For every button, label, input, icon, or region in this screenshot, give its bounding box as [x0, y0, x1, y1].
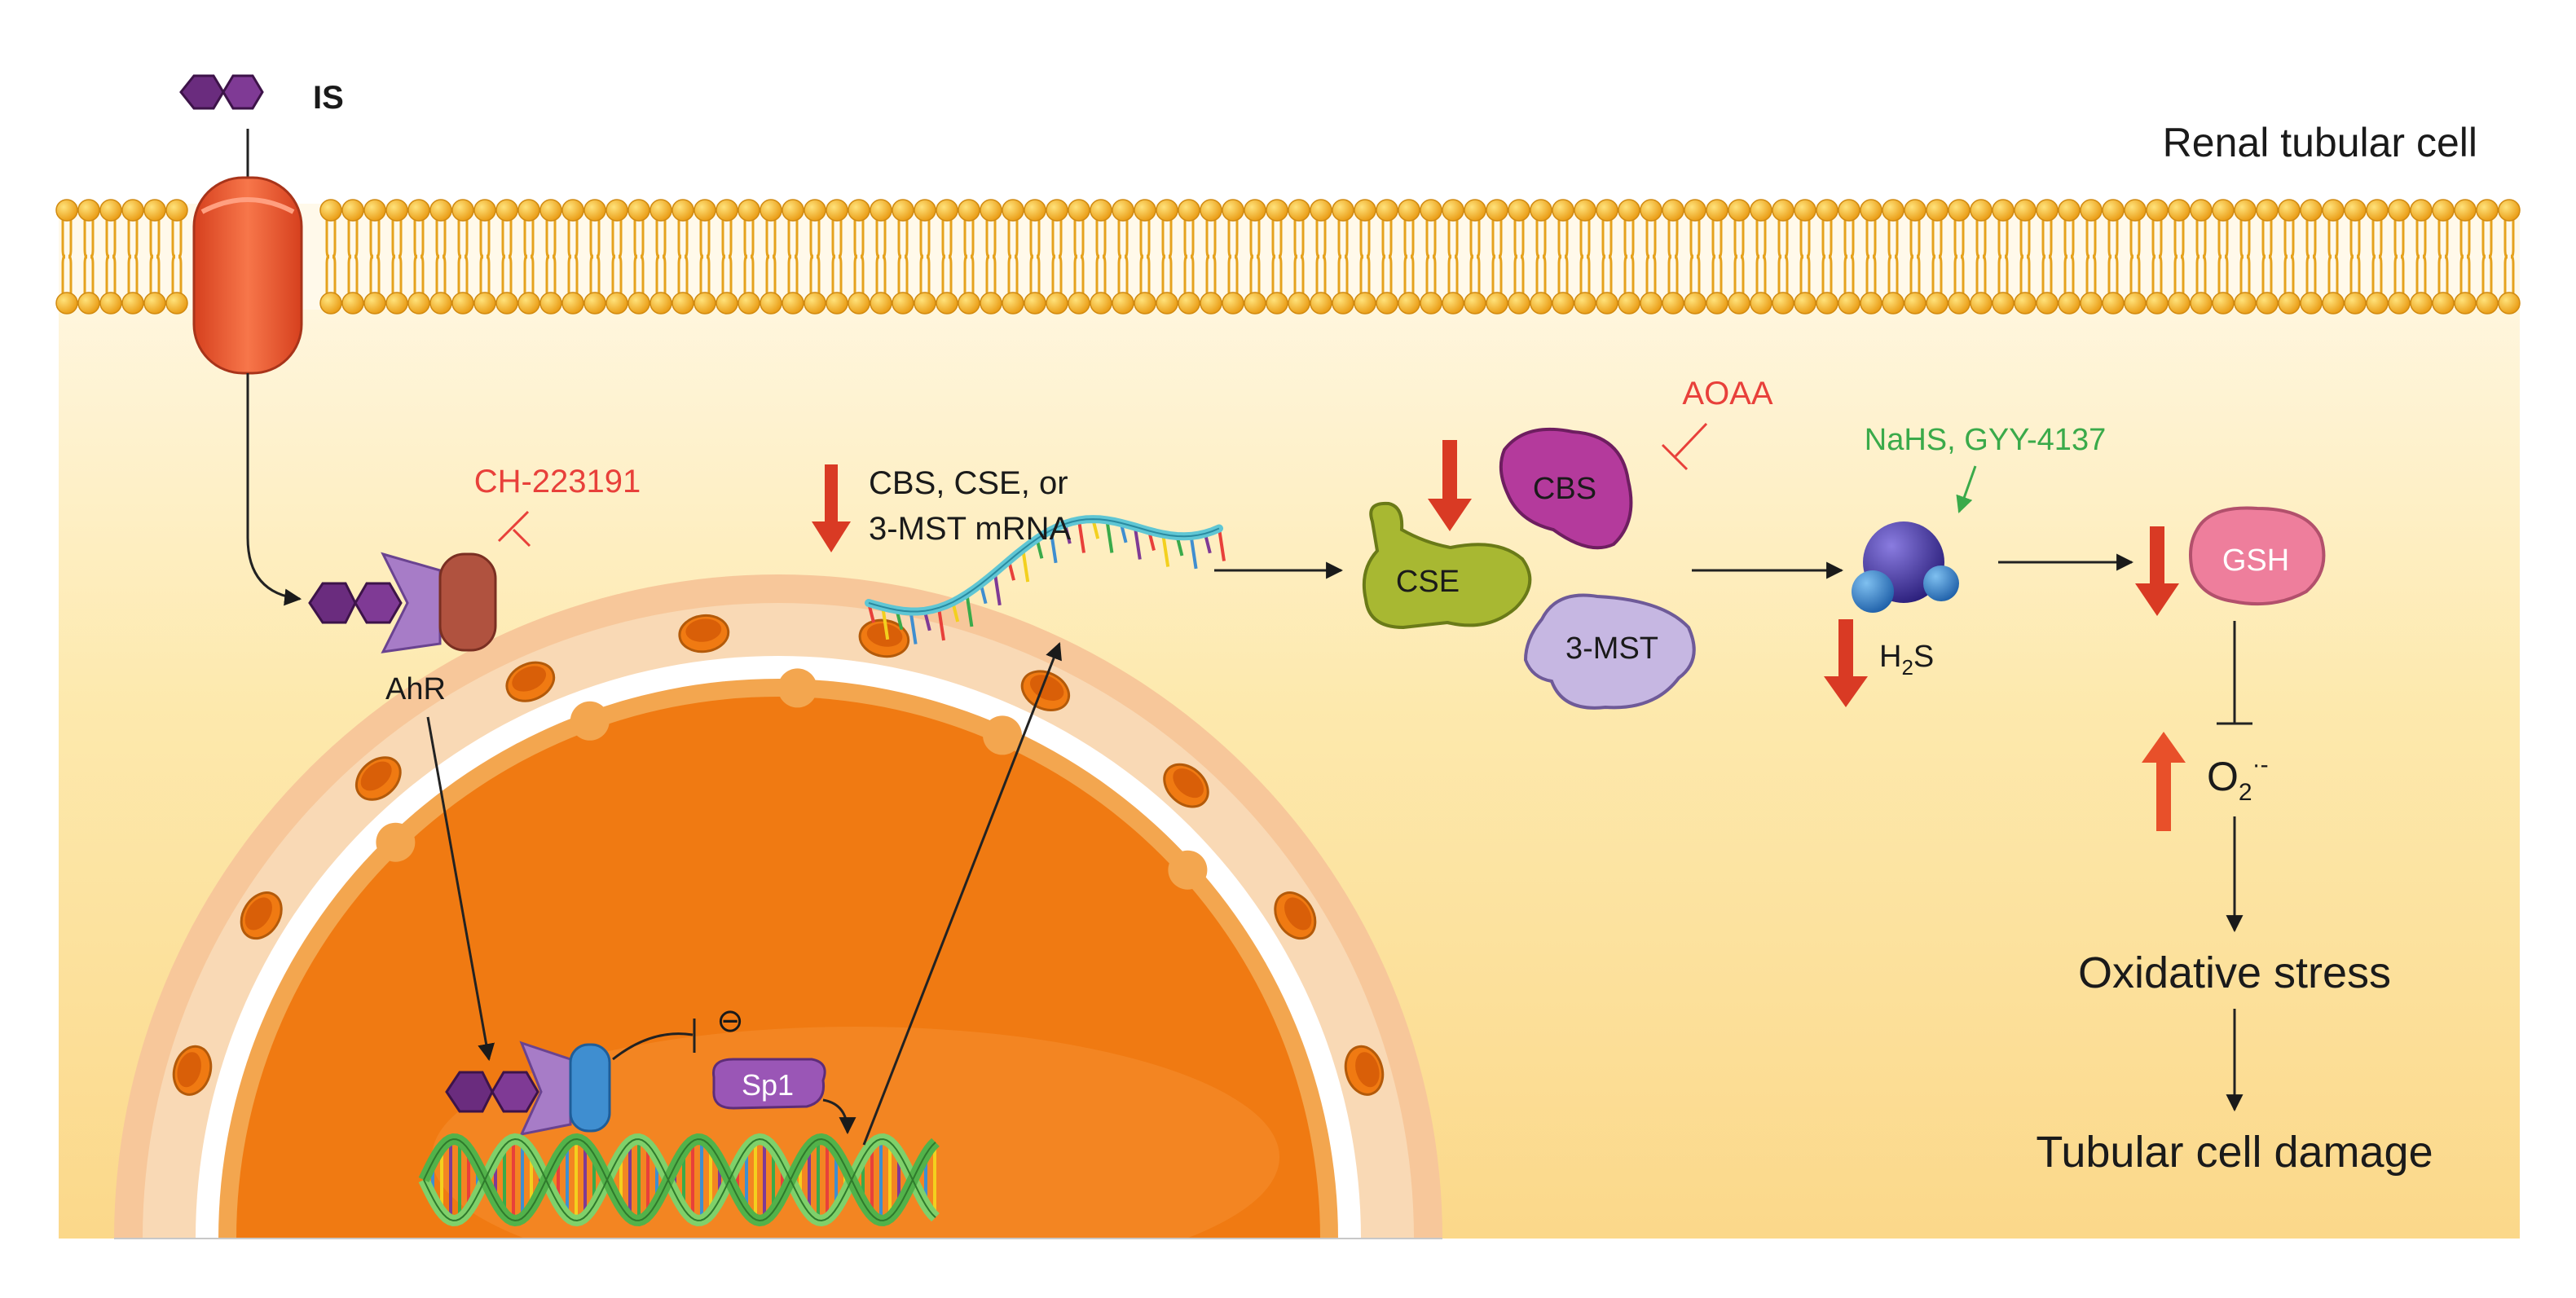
superoxide-subscript: 2 [2239, 779, 2252, 806]
h2s-base: H [1879, 640, 1901, 674]
3mst-label: 3-MST [1565, 631, 1658, 666]
mrna-label-line2: 3-MST mRNA [869, 511, 1071, 547]
sp1-protein-icon [712, 1058, 826, 1110]
cbs-inhibitor-inhibit-line [1661, 422, 1708, 471]
cbs-enzyme-icon [1499, 427, 1633, 550]
arrow-sp1-to-dna [822, 1098, 856, 1135]
ahr-inhibits-sp1-line [612, 1032, 694, 1061]
h2s-down-arrow [1824, 619, 1868, 707]
mrna-strand-icon [865, 515, 1226, 645]
h2s-donors-label: NaHS, GYY-4137 [1865, 423, 2106, 457]
mrna-label-line1: CBS, CSE, or [869, 465, 1068, 501]
h2s-label: H2S [1879, 640, 1934, 680]
h2s-molecule-icon [1852, 521, 1959, 613]
gsh-molecule-icon [2189, 506, 2326, 606]
damage-label: Tubular cell damage [2036, 1128, 2433, 1177]
nuclear-ahr-complex-icon [445, 1041, 611, 1137]
arrow-dna-to-mrna [862, 642, 1062, 1146]
ahr-antagonist-label: CH-223191 [474, 464, 641, 499]
ahr-complex-icon [308, 552, 497, 653]
superoxide-base: O [2207, 754, 2239, 799]
h2s-subscript: 2 [1901, 655, 1913, 680]
arrow-donors-to-h2s [1956, 465, 1977, 513]
superoxide-up-arrow [2142, 732, 2186, 831]
cse-enzyme-icon [1362, 501, 1532, 630]
gsh-label: GSH [2222, 543, 2289, 578]
cell-type-label: Renal tubular cell [2163, 120, 2477, 165]
oxidative-stress-label: Oxidative stress [2078, 948, 2391, 997]
indoxyl-label: IS [313, 80, 344, 116]
3mst-enzyme-icon [1523, 593, 1696, 710]
inhibit-symbol: ⊖ [716, 1003, 744, 1039]
nucleus [114, 574, 1442, 1239]
superoxide-label: O2·- [2207, 751, 2269, 806]
is-transporter [192, 129, 303, 375]
ahr-antagonist-inhibit-line [497, 510, 531, 548]
sp1-label: Sp1 [742, 1068, 794, 1102]
mrna-down-arrow [812, 464, 851, 552]
superoxide-superscript: ·- [2252, 751, 2269, 778]
ahr-label: AhR [385, 672, 446, 706]
cse-label: CSE [1396, 565, 1460, 599]
gsh-down-arrow [2135, 526, 2179, 616]
cell-membrane [55, 199, 2521, 315]
h2s-tail: S [1913, 640, 1934, 674]
cbs-inhibitor-label: AOAA [1682, 376, 1772, 411]
dna-helix [418, 1133, 940, 1227]
arrow-ahr-to-nucleus [426, 716, 495, 1062]
enzyme-down-arrow [1428, 440, 1472, 531]
cbs-label: CBS [1533, 472, 1596, 506]
arrow-is-to-ahr [246, 373, 302, 606]
is-molecule-icon [179, 74, 264, 110]
nuclear-pores [172, 614, 1385, 1096]
